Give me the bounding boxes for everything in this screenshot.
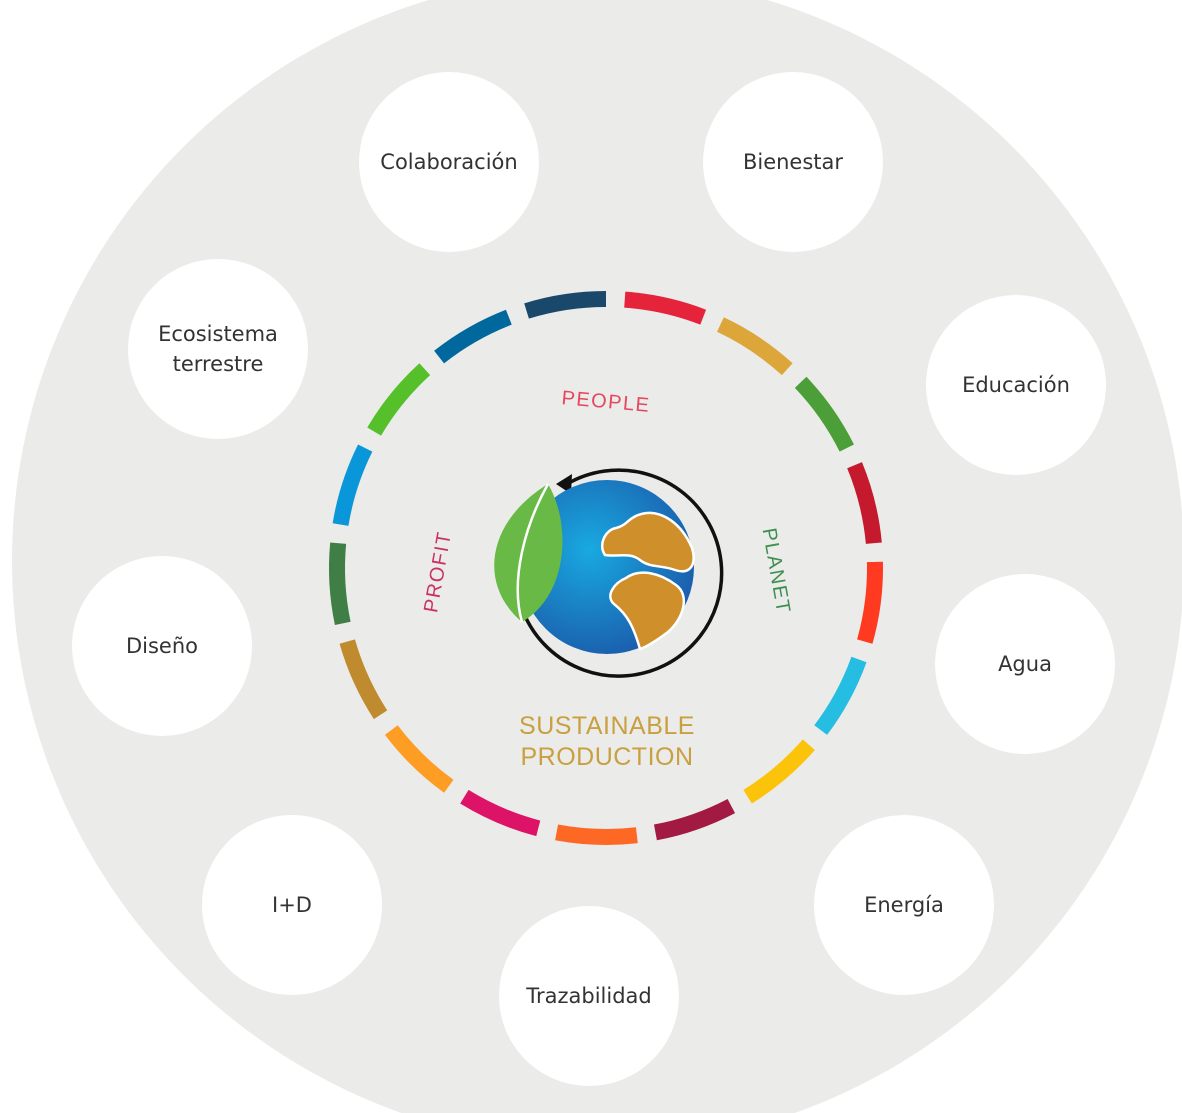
ring-segment-maroon [653, 798, 736, 841]
arrowhead-icon [556, 474, 572, 494]
ring-segment-dark-navy [524, 291, 607, 319]
node-agua: Agua [935, 574, 1115, 754]
node-label: Agua [998, 651, 1052, 676]
ring-segment-orange [555, 824, 638, 845]
ring-segment-blue [332, 444, 373, 526]
leaf-vein [516, 483, 550, 623]
ring-segment-navy-blue [434, 309, 512, 364]
ring-segment-dark-red [847, 462, 882, 545]
node-diseno: Diseño [72, 556, 252, 736]
ring-segment-orange-red [857, 561, 883, 644]
ring-segment-forest-green [329, 542, 351, 626]
node-label: Ecosistema terrestre [158, 321, 278, 376]
node-colaboracion: Colaboración [359, 72, 539, 252]
ring-segment-red [624, 291, 707, 325]
ring-segment-cyan [814, 656, 867, 735]
node-label: Energía [864, 892, 944, 917]
globe-leaf-icon [494, 468, 724, 678]
node-ecosistema-terrestre: Ecosistema terrestre [128, 259, 308, 439]
cycle-arrow-icon [523, 468, 724, 678]
node-label: Bienestar [742, 149, 844, 174]
ring-segment-mustard [716, 317, 793, 376]
continent-icon [600, 511, 695, 573]
colored-ring [329, 291, 883, 845]
node-label: Colaboración [380, 149, 518, 174]
leaf-icon [494, 484, 563, 622]
ring-segment-lime-green [367, 363, 431, 436]
node-label: Trazabilidad [526, 983, 652, 1008]
node-label: Diseño [125, 633, 199, 658]
node-label: Educación [962, 372, 1070, 397]
ring-segment-amber [384, 725, 454, 793]
node-trazabilidad: Trazabilidad [499, 906, 679, 1086]
ring-segment-gold [339, 639, 388, 720]
node-energia: Energía [814, 815, 994, 995]
production-label: PRODUCTION [520, 743, 693, 771]
node-bienestar: Bienestar [703, 72, 883, 252]
continent-icon [609, 571, 686, 651]
node-label: I+D [272, 892, 312, 917]
node-i-d: I+D [202, 815, 382, 995]
sustainable-label: SUSTAINABLE [519, 712, 695, 740]
ring-segment-magenta [460, 789, 541, 837]
ring-segment-yellow [743, 739, 815, 804]
ring-segment-green [794, 376, 854, 452]
node-educacion: Educación [926, 295, 1106, 475]
